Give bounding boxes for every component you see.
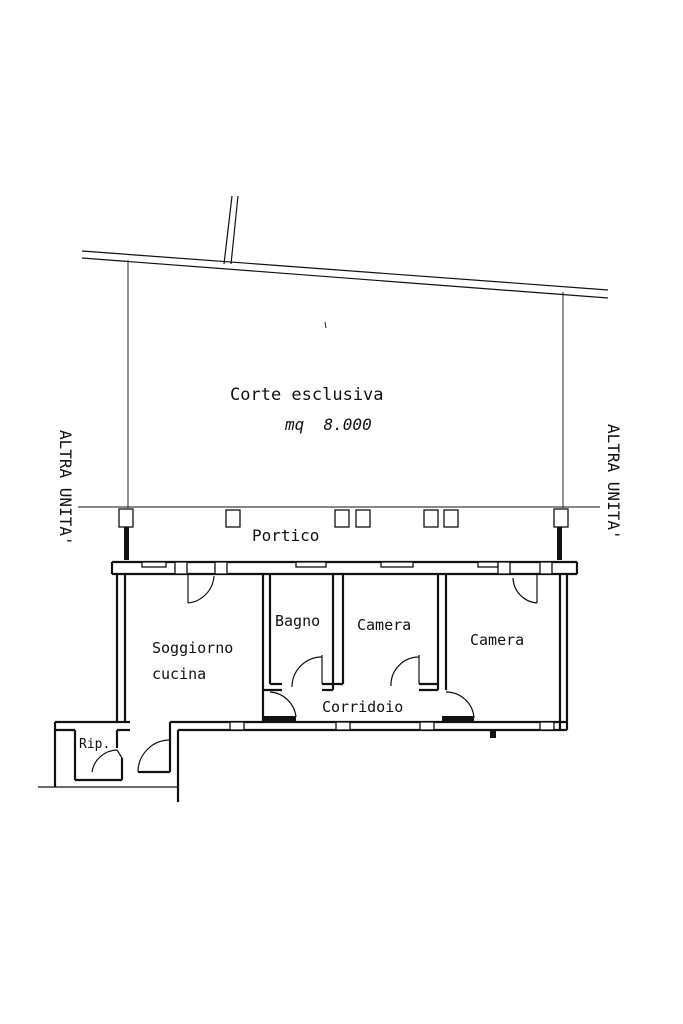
neighbor-right-label: ALTRA UNITA' bbox=[604, 424, 623, 540]
internal-walls bbox=[261, 574, 448, 722]
neighbor-left-label: ALTRA UNITA' bbox=[56, 430, 75, 546]
bedroom-2-label: Camera bbox=[470, 631, 524, 649]
bedroom-1-label: Camera bbox=[357, 616, 411, 634]
doors bbox=[91, 574, 538, 773]
portico-label: Portico bbox=[252, 526, 319, 545]
storage-label: Rip. bbox=[79, 737, 110, 752]
court-title: Corte esclusiva bbox=[230, 385, 384, 405]
living-label-line-2: cucina bbox=[152, 665, 206, 683]
court-boundary bbox=[78, 260, 600, 508]
living-label-line-1: Soggiorno bbox=[152, 639, 233, 657]
corridor-label: Corridoio bbox=[322, 698, 403, 716]
street-boundary bbox=[81, 195, 609, 299]
outer-walls bbox=[38, 560, 579, 802]
storage-room bbox=[53, 720, 124, 787]
bathroom-label: Bagno bbox=[275, 612, 320, 630]
court-area: mq 8.000 bbox=[284, 415, 372, 434]
labels: Corte esclusiva mq 8.000 Portico Bagno C… bbox=[56, 385, 623, 752]
portico-posts bbox=[118, 508, 569, 560]
